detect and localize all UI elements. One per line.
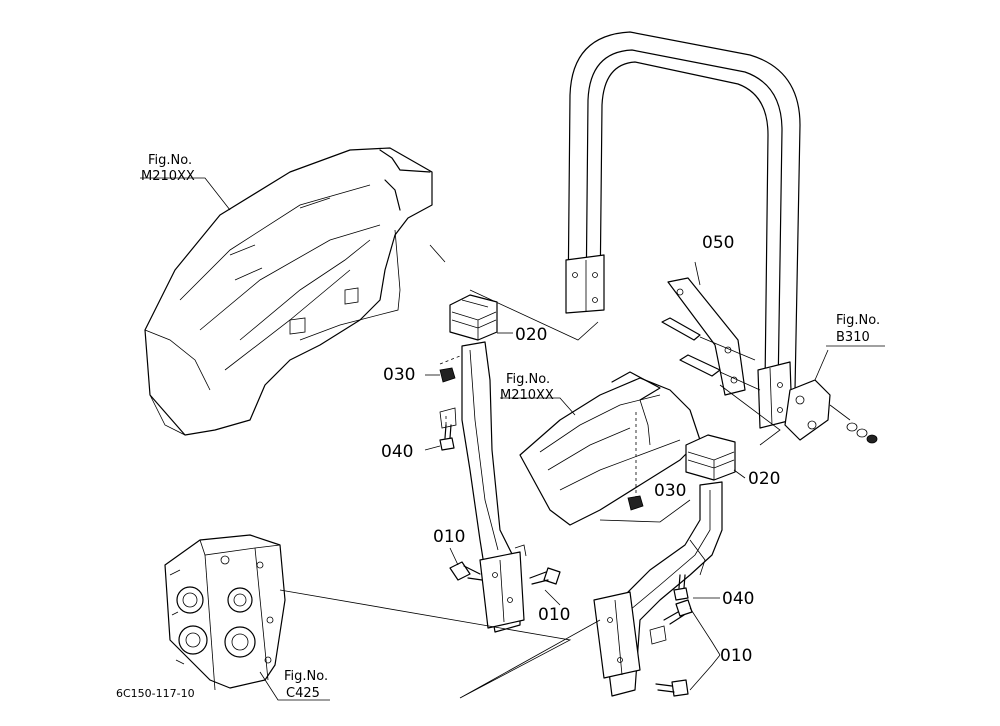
leader-line bbox=[689, 654, 721, 691]
part-label-030-left: 030 bbox=[383, 365, 415, 385]
leader-line bbox=[814, 349, 829, 381]
leader-line bbox=[140, 177, 231, 211]
leader-line bbox=[599, 499, 691, 523]
leader-line bbox=[689, 607, 721, 656]
leader-line bbox=[469, 289, 599, 341]
fig-ref-left-line1: Fig.No. bbox=[148, 153, 192, 168]
fig-ref-center-line2: M210XX bbox=[500, 388, 554, 403]
rops-arch-drawing bbox=[565, 31, 801, 429]
part-label-040-right: 040 bbox=[722, 589, 754, 609]
leader-line bbox=[694, 261, 701, 286]
leader-line bbox=[449, 547, 459, 566]
leader-line bbox=[429, 244, 446, 263]
fig-ref-left-line2: M210XX bbox=[141, 169, 195, 184]
part-050-bracket bbox=[661, 277, 761, 396]
fig-ref-c425-line1: Fig.No. bbox=[284, 669, 328, 684]
fig-ref-b310-line2: B310 bbox=[836, 330, 870, 345]
drawing-code: 6C150-117-10 bbox=[116, 687, 195, 700]
leader-line bbox=[424, 445, 441, 451]
left-rops-post bbox=[439, 294, 527, 633]
part-label-030-right: 030 bbox=[654, 481, 686, 501]
transmission-case-drawing bbox=[164, 534, 286, 691]
leader-line bbox=[259, 671, 330, 701]
leader-line bbox=[689, 539, 706, 576]
leader-line bbox=[500, 397, 576, 416]
bolt-040-left bbox=[439, 424, 455, 451]
part-label-020-left: 020 bbox=[515, 325, 547, 345]
bolt-010-a bbox=[449, 561, 483, 581]
part-label-040-left: 040 bbox=[381, 442, 413, 462]
nut-030-right bbox=[627, 495, 644, 511]
guide-line bbox=[439, 355, 461, 365]
right-rops-post bbox=[593, 434, 736, 697]
fig-ref-b310-line1: Fig.No. bbox=[836, 313, 880, 328]
bolt-010-d bbox=[655, 679, 689, 697]
fig-ref-c425-line2: C425 bbox=[286, 686, 320, 701]
left-fender-drawing bbox=[144, 147, 433, 436]
fig-ref-center-line1: Fig.No. bbox=[506, 372, 550, 387]
leader-line bbox=[733, 469, 746, 479]
part-label-020-right: 020 bbox=[748, 469, 780, 489]
leader-line bbox=[544, 589, 561, 606]
leader-line bbox=[279, 589, 601, 699]
bolt-010-c bbox=[663, 599, 693, 625]
nut-030-left bbox=[439, 367, 456, 383]
part-label-010-a: 010 bbox=[433, 527, 465, 547]
b310-bracket bbox=[784, 379, 878, 444]
part-label-010-c: 010 bbox=[720, 646, 752, 666]
bolt-010-b bbox=[529, 567, 561, 585]
part-label-010-b: 010 bbox=[538, 605, 570, 625]
leader-line bbox=[719, 384, 781, 446]
part-label-050: 050 bbox=[702, 233, 734, 253]
bolt-040-right bbox=[673, 574, 689, 601]
